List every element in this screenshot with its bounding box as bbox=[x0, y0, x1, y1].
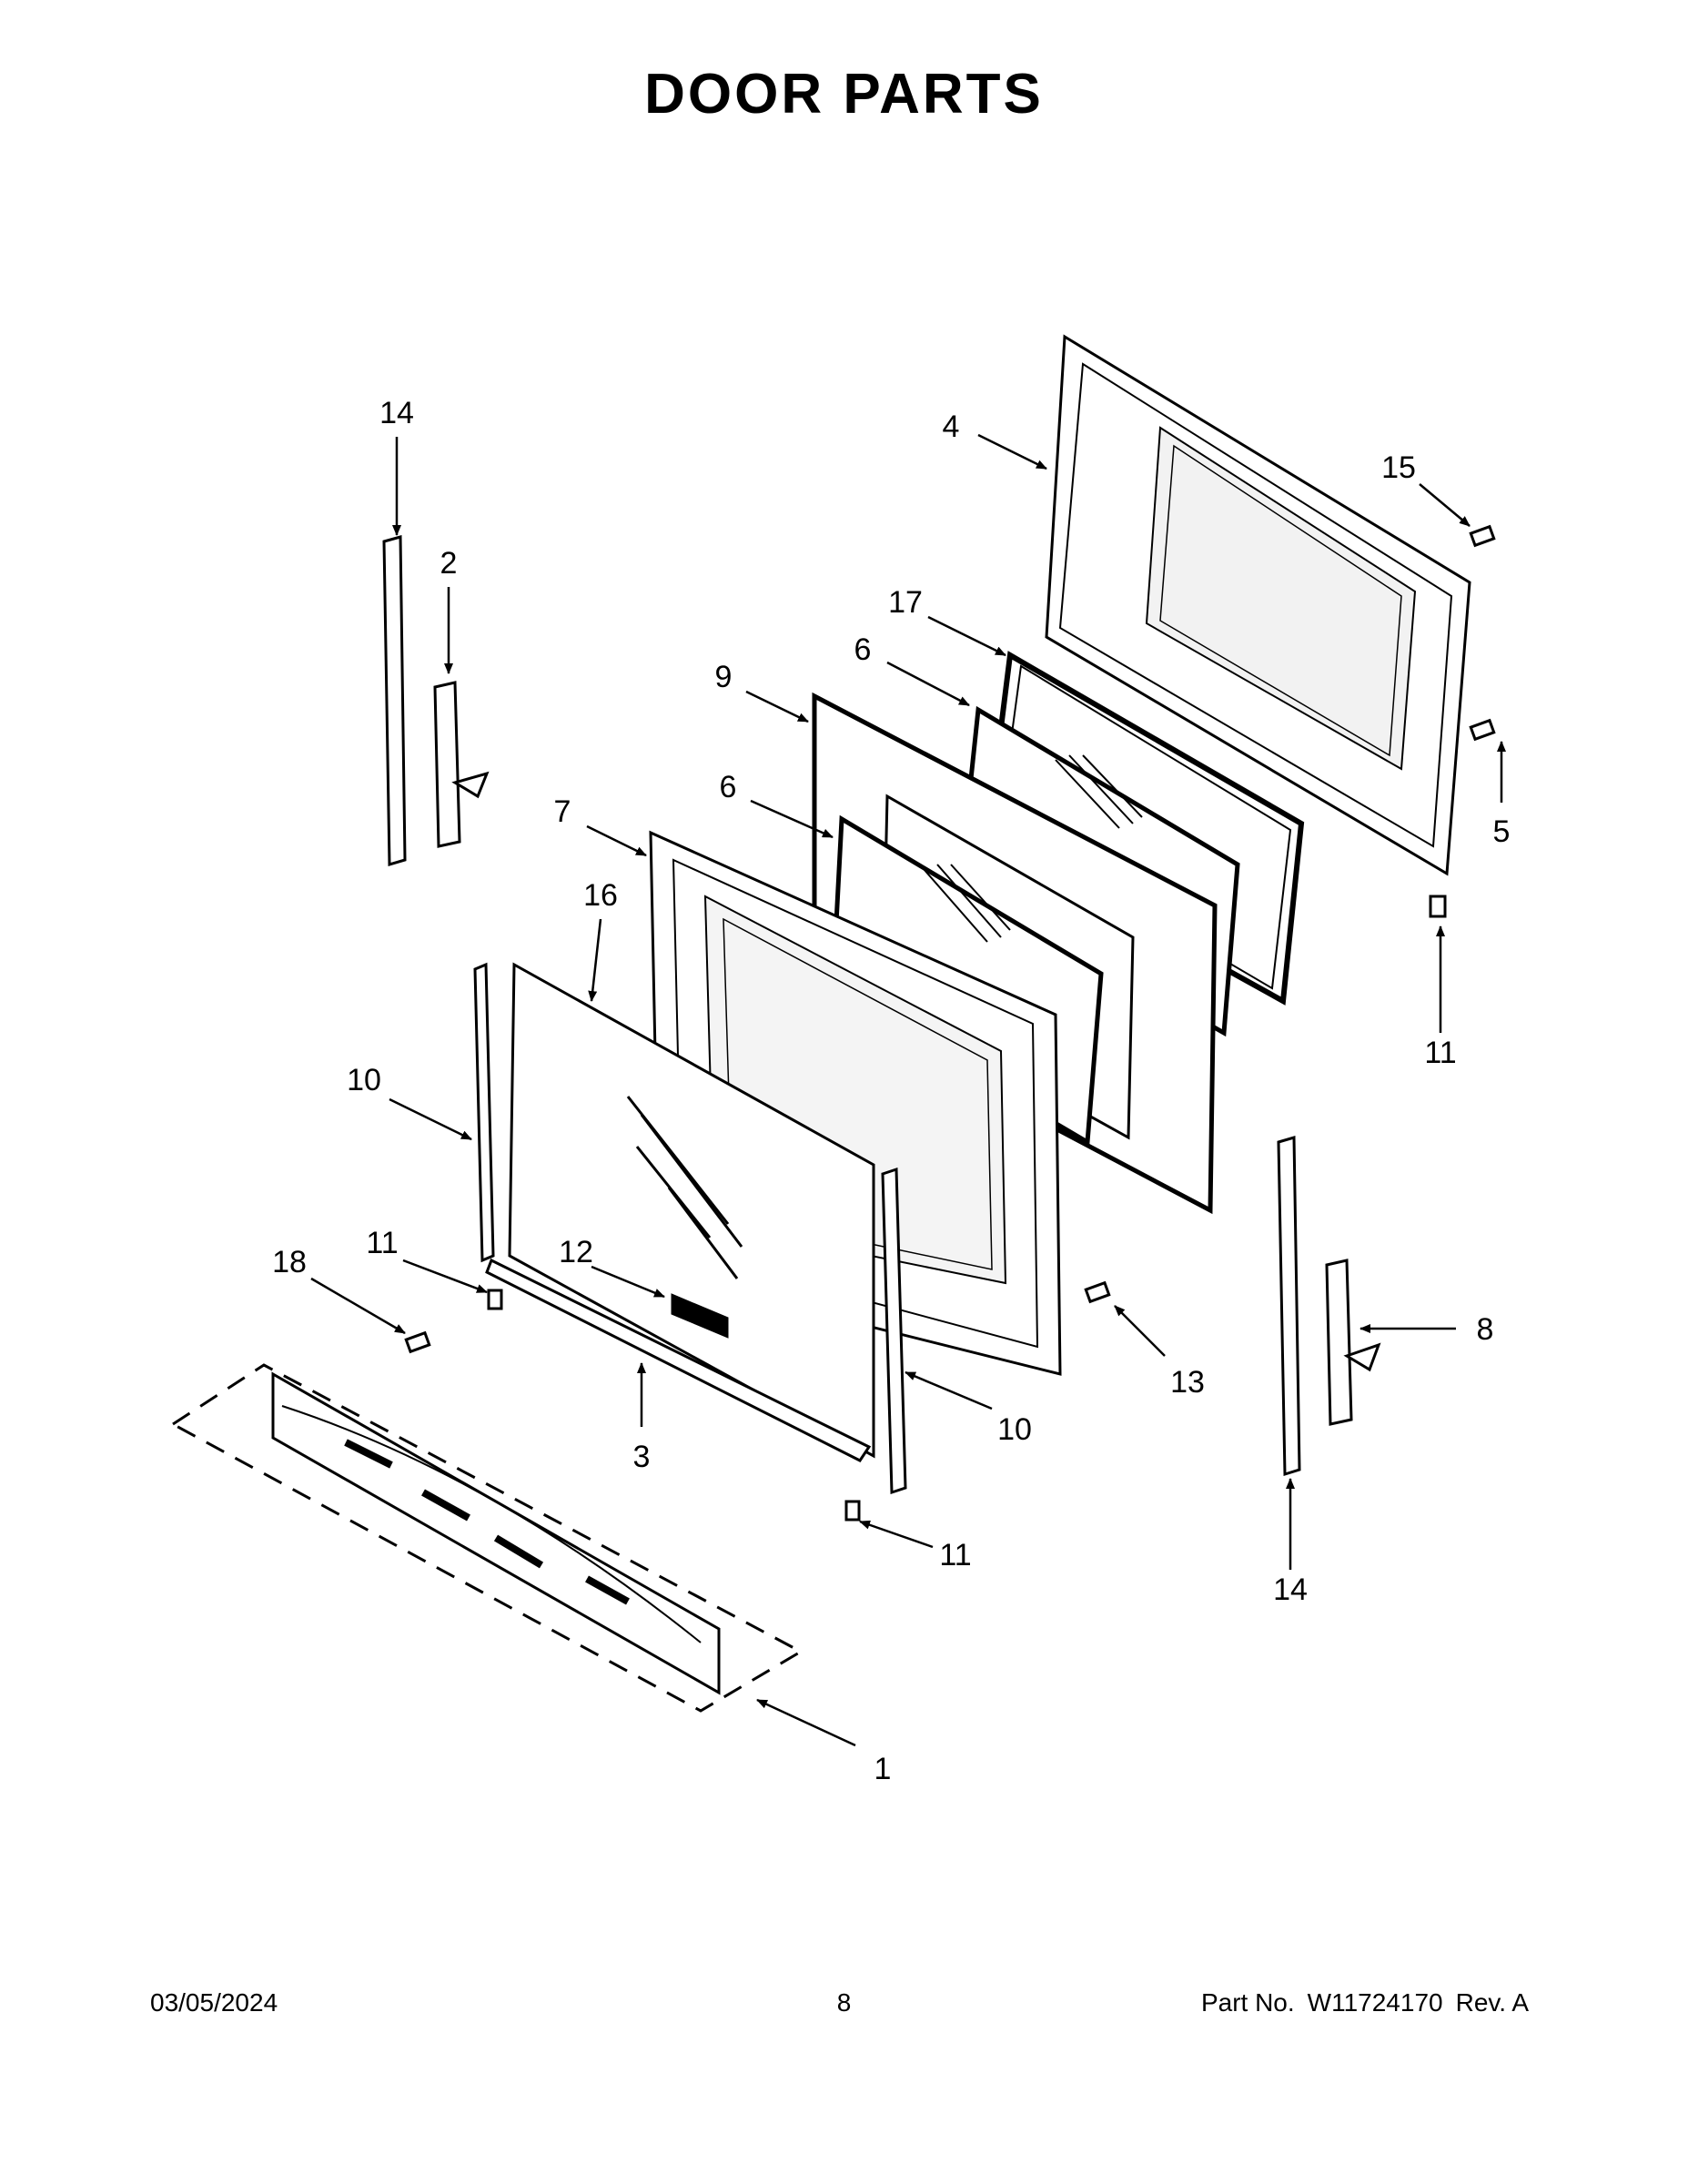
leader-12 bbox=[591, 1265, 665, 1299]
callout-7: 7 bbox=[554, 794, 571, 829]
screw-11-upper-right-part bbox=[1429, 895, 1447, 918]
handle-outline-dashed bbox=[170, 1363, 804, 1713]
callout-10-right: 10 bbox=[997, 1412, 1032, 1447]
hinge-right-part bbox=[1325, 1259, 1381, 1426]
side-trim-right-part bbox=[881, 1167, 907, 1495]
leader-6-upper bbox=[886, 661, 970, 707]
leader-9 bbox=[745, 690, 809, 723]
leader-10-left bbox=[389, 1097, 472, 1141]
footer-part-label: Part No. bbox=[1200, 1988, 1295, 2017]
screw-15-part bbox=[1469, 524, 1496, 548]
callout-6-upper: 6 bbox=[854, 632, 872, 667]
footer-page-number: 8 bbox=[836, 1988, 852, 2017]
leader-6-lower bbox=[750, 799, 834, 839]
leader-10-right bbox=[905, 1370, 993, 1410]
callout-6-lower: 6 bbox=[720, 770, 737, 804]
leader-4 bbox=[977, 433, 1047, 470]
callout-8: 8 bbox=[1477, 1312, 1494, 1347]
screw-13-part bbox=[1084, 1280, 1111, 1304]
callout-16: 16 bbox=[583, 878, 618, 913]
hinge-receiver-left-part bbox=[382, 535, 407, 866]
leader-16 bbox=[588, 918, 602, 1002]
footer-revision: Rev. A bbox=[1455, 1988, 1529, 2017]
screw-11-bottom-part bbox=[844, 1500, 861, 1522]
logo-badge-part bbox=[671, 1293, 729, 1339]
callout-9: 9 bbox=[715, 660, 733, 694]
callout-10-left: 10 bbox=[347, 1063, 381, 1097]
callout-13: 13 bbox=[1170, 1365, 1205, 1400]
leader-11-left bbox=[402, 1259, 488, 1294]
hinge-left-part bbox=[433, 681, 490, 848]
callout-14-right: 14 bbox=[1273, 1572, 1308, 1607]
callout-2: 2 bbox=[440, 546, 458, 581]
leader-18 bbox=[310, 1277, 406, 1335]
callout-17: 17 bbox=[888, 585, 923, 620]
leader-17 bbox=[927, 615, 1006, 657]
side-trim-left-part bbox=[473, 962, 495, 1263]
callout-11-left: 11 bbox=[366, 1226, 398, 1260]
callout-4: 4 bbox=[943, 410, 960, 444]
footer-part-info: Part No. W11724170 Rev. A bbox=[1201, 1988, 1529, 2017]
callout-11-upper-right: 11 bbox=[1424, 1036, 1456, 1070]
screw-18-part bbox=[404, 1330, 431, 1354]
bottom-trim-part bbox=[485, 1258, 872, 1462]
outer-door-glass-part bbox=[508, 962, 875, 1459]
leader-11-bottom bbox=[859, 1520, 934, 1549]
hinge-receiver-right-part bbox=[1277, 1136, 1301, 1477]
inner-door-panel-part bbox=[1045, 334, 1471, 876]
callout-14-left: 14 bbox=[379, 396, 414, 430]
leader-15 bbox=[1419, 483, 1471, 527]
page-title: DOOR PARTS bbox=[644, 63, 1044, 126]
callout-1: 1 bbox=[874, 1752, 892, 1786]
screw-5-part bbox=[1469, 718, 1496, 742]
footer-date: 03/05/2024 bbox=[150, 1988, 278, 2017]
callout-18: 18 bbox=[272, 1245, 307, 1279]
callout-11-bottom: 11 bbox=[939, 1538, 971, 1572]
callout-12: 12 bbox=[559, 1235, 593, 1269]
leader-1 bbox=[756, 1698, 856, 1747]
callout-15: 15 bbox=[1381, 450, 1416, 485]
footer-part-number: W11724170 bbox=[1307, 1988, 1443, 2017]
door-handle-part bbox=[271, 1371, 721, 1695]
leader-7 bbox=[586, 824, 647, 857]
leader-13 bbox=[1114, 1305, 1166, 1357]
callout-5: 5 bbox=[1493, 814, 1511, 849]
screw-11-left-part bbox=[487, 1289, 503, 1310]
callout-3: 3 bbox=[633, 1440, 651, 1474]
